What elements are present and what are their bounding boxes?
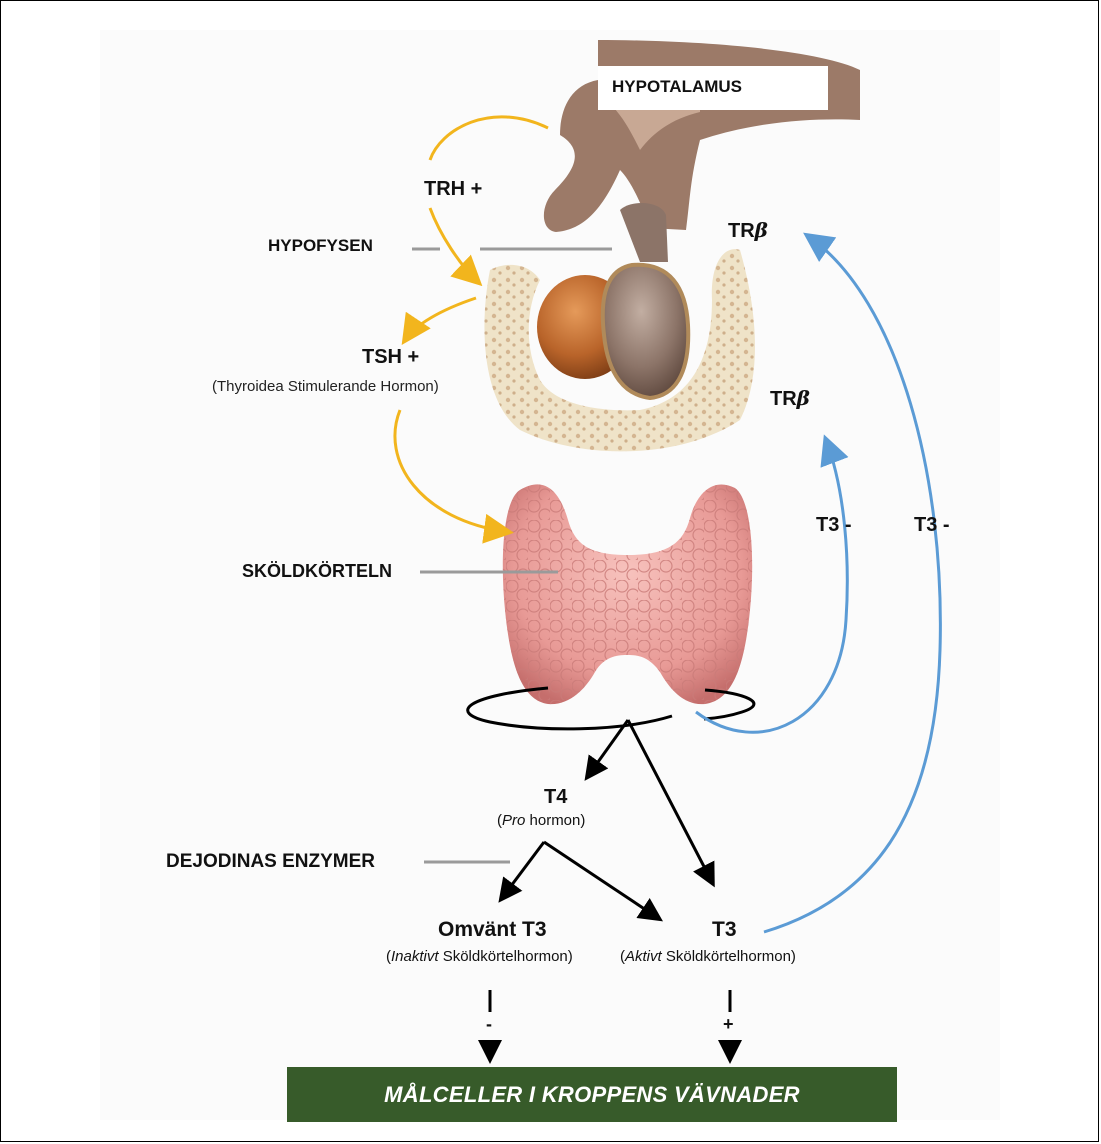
t4-subtitle: (Pro hormon): [497, 812, 585, 829]
tr-beta-mid-label: TRβ: [770, 386, 810, 411]
target-cells-bar: MÅLCELLER I KROPPENS VÄVNADER: [287, 1067, 897, 1122]
t4-label: T4: [544, 786, 567, 809]
hypofysen-label: HYPOFYSEN: [268, 236, 373, 256]
hypotalamus-label: HYPOTALAMUS: [612, 77, 742, 97]
beta-symbol: β: [797, 386, 810, 410]
plus-sign: +: [723, 1014, 734, 1035]
reverse-t3-label: Omvänt T3: [438, 918, 547, 942]
t3-subtitle: (Aktivt Sköldkörtelhormon): [620, 948, 796, 965]
t3-label: T3: [712, 918, 737, 942]
tsh-label: TSH +: [362, 346, 419, 369]
t3-minus-inner-label: T3 -: [816, 514, 852, 537]
t3-minus-outer-label: T3 -: [914, 514, 950, 537]
skoldkorteln-label: SKÖLDKÖRTELN: [242, 561, 392, 582]
dejodinas-label: DEJODINAS ENZYMER: [166, 851, 375, 873]
minus-sign: -: [486, 1014, 492, 1035]
tr-beta-top-label: TRβ: [728, 218, 768, 243]
reverse-t3-subtitle: (Inaktivt Sköldkörtelhormon): [386, 948, 573, 965]
trh-label: TRH +: [424, 178, 482, 201]
beta-symbol: β: [755, 218, 768, 242]
tsh-subtitle: (Thyroidea Stimulerande Hormon): [212, 378, 439, 395]
